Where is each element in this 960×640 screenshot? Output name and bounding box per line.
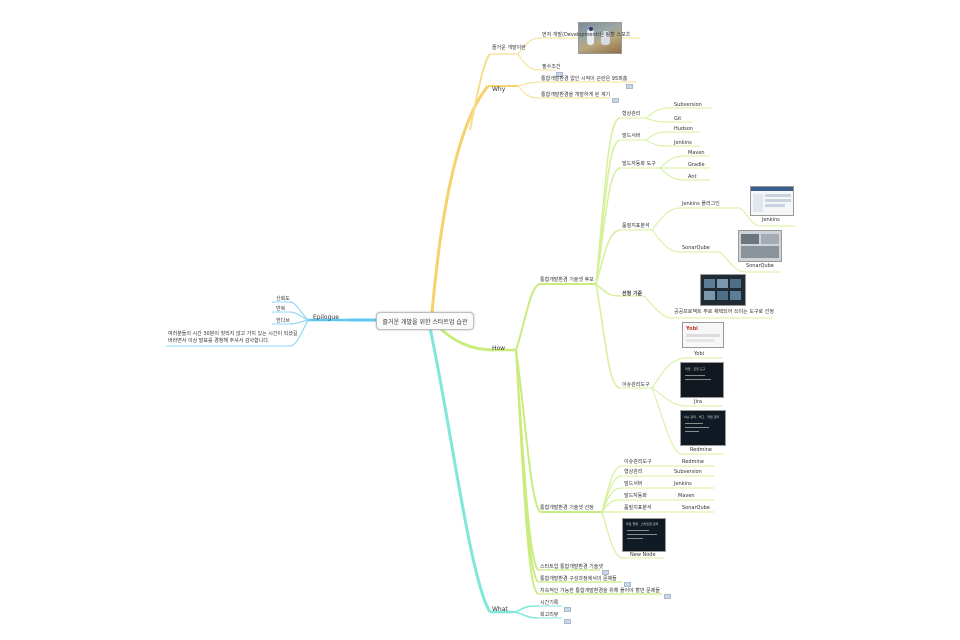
node-criteria-desc[interactable]: 공공프로젝트 주로 채택되어 쓰이는 도구로 선정 xyxy=(674,309,774,315)
note-icon[interactable] xyxy=(664,594,671,599)
node-git[interactable]: Git xyxy=(674,116,682,122)
node-jira[interactable]: Jira xyxy=(694,399,702,405)
node-dev-sport[interactable]: 먼저 개발(Development)은 팀할 스포츠 xyxy=(542,32,631,38)
node-sel-issue-val[interactable]: Redmine xyxy=(682,459,705,465)
node-sel-quality[interactable]: 품질지표분석 xyxy=(624,505,652,511)
sonarqube-screenshot-image xyxy=(738,230,782,262)
note-icon[interactable] xyxy=(624,582,631,587)
node-new-node[interactable]: New Node xyxy=(630,552,656,558)
why-branch-label[interactable]: Why xyxy=(492,86,506,93)
node-env-problem[interactable]: 통합개발환경 구성과정에서의 문제들 xyxy=(540,576,617,582)
how-branch-label[interactable]: How xyxy=(492,345,506,352)
node-candidates[interactable]: 통합개발환경 기술셋 후보 xyxy=(540,277,594,283)
node-thanks-line-2[interactable]: 바라면서 이상 발표를 경청해 주셔서 감사합니다. xyxy=(168,338,270,344)
central-topic-label: 즐거운 개발을 위한 스타트업 습관 xyxy=(382,318,468,326)
node-maven[interactable]: Maven xyxy=(688,150,705,156)
sonarqube-image-caption: SonarQube xyxy=(746,263,774,269)
node-config[interactable]: 형상관리 xyxy=(622,111,641,117)
new-node-slide-image: 무료 플랜 · 스타트업 관리 xyxy=(622,518,666,552)
node-yobi[interactable]: Yobi xyxy=(694,351,705,357)
node-thanks-line-1[interactable]: 여러분들의 시간 30분이 헛되지 않고 가치 있는 시간이 되셨길 xyxy=(168,331,298,337)
node-jenkins-plugin[interactable]: Jenkins 플러그인 xyxy=(682,201,720,207)
node-sel-config-val[interactable]: Subversion xyxy=(674,469,702,475)
node-quality[interactable]: 품질지표분석 xyxy=(622,223,650,229)
how-branch-line xyxy=(438,326,495,352)
node-prereq[interactable]: 필수조건 xyxy=(542,64,561,70)
node-selection[interactable]: 통합개발환경 기술셋 선정 xyxy=(540,505,594,511)
what-branch-line xyxy=(428,327,492,613)
why-branch-line xyxy=(430,85,490,314)
node-kinda[interactable]: 한다브 xyxy=(276,318,290,324)
node-env-80[interactable]: 통합개발환경 없인 시작이 곤란은 95퍼홈 xyxy=(541,76,628,82)
note-icon[interactable] xyxy=(602,570,609,575)
node-sel-build[interactable]: 빌드서버 xyxy=(624,481,643,487)
node-build-auto[interactable]: 빌드자동화 도구 xyxy=(622,161,656,167)
yobi-screenshot-image: Yobi xyxy=(682,322,724,348)
node-retro[interactable]: 회고리뷰 xyxy=(540,612,559,618)
node-issue[interactable]: 이슈관리도구 xyxy=(622,382,650,388)
node-sel-issue[interactable]: 이슈관리도구 xyxy=(624,459,652,465)
note-icon[interactable] xyxy=(612,98,619,103)
jenkins-image-caption: Jenkins xyxy=(762,217,780,223)
node-motive[interactable]: 통합개발환경을 개발하게 된 계기 xyxy=(541,92,611,98)
criteria-chart-image xyxy=(700,274,746,306)
node-sustain[interactable]: 지속적인 가능한 통합개발환경을 위해 풀어야 할만 문제들 xyxy=(540,588,660,594)
node-ant[interactable]: Ant xyxy=(688,174,697,180)
node-sel-quality-val[interactable]: SonarQube xyxy=(682,505,710,511)
note-icon[interactable] xyxy=(626,84,633,89)
redmine-slide-image: 이슈 관리 · 버그 · 작업 관리 xyxy=(680,410,726,446)
jira-slide-text: 커밋 · 코딩 도구 xyxy=(685,367,706,371)
why-fun-line xyxy=(469,53,491,131)
node-redmine[interactable]: Redmine xyxy=(690,447,713,453)
node-startup-env[interactable]: 스타트업 통합개발환경 기술셋 xyxy=(540,564,603,570)
node-svn[interactable]: Subversion xyxy=(674,102,702,108)
node-sel-auto[interactable]: 빌드자동화 xyxy=(624,493,648,499)
central-topic[interactable]: 즐거운 개발을 위한 스타트업 습관 xyxy=(376,312,474,330)
new-node-slide-text: 무료 플랜 · 스타트업 관리 xyxy=(626,522,659,526)
node-build-server[interactable]: 빌드서버 xyxy=(622,133,641,139)
node-sonar[interactable]: SonarQube xyxy=(682,245,710,251)
note-icon[interactable] xyxy=(564,619,571,624)
node-sinreu[interactable]: 신뢰도 xyxy=(276,296,290,302)
node-sel-config[interactable]: 형상관리 xyxy=(624,469,643,475)
redmine-slide-text: 이슈 관리 · 버그 · 작업 관리 xyxy=(684,415,720,419)
node-jenkins[interactable]: Jenkins xyxy=(674,140,692,146)
epilogue-branch-label[interactable]: Epilogue xyxy=(313,314,339,321)
note-icon[interactable] xyxy=(556,72,563,77)
node-criteria[interactable]: 선정 기준 xyxy=(622,291,643,297)
jenkins-screenshot-image xyxy=(750,186,794,216)
what-branch-label[interactable]: What xyxy=(492,606,508,613)
node-fun-dev[interactable]: 즐거운 개발이란 xyxy=(492,45,526,51)
node-banbok[interactable]: 반복 xyxy=(276,306,286,312)
node-hudson[interactable]: Hudson xyxy=(674,126,693,132)
node-timeline[interactable]: 시간기록 xyxy=(540,600,559,606)
jira-slide-image: 커밋 · 코딩 도구 xyxy=(680,362,724,398)
node-gradle[interactable]: Gradle xyxy=(688,162,705,168)
node-sel-auto-val[interactable]: Maven xyxy=(678,493,695,499)
node-sel-build-val[interactable]: Jenkins xyxy=(674,481,692,487)
note-icon[interactable] xyxy=(564,607,571,612)
baseball-photo-image xyxy=(578,22,622,54)
